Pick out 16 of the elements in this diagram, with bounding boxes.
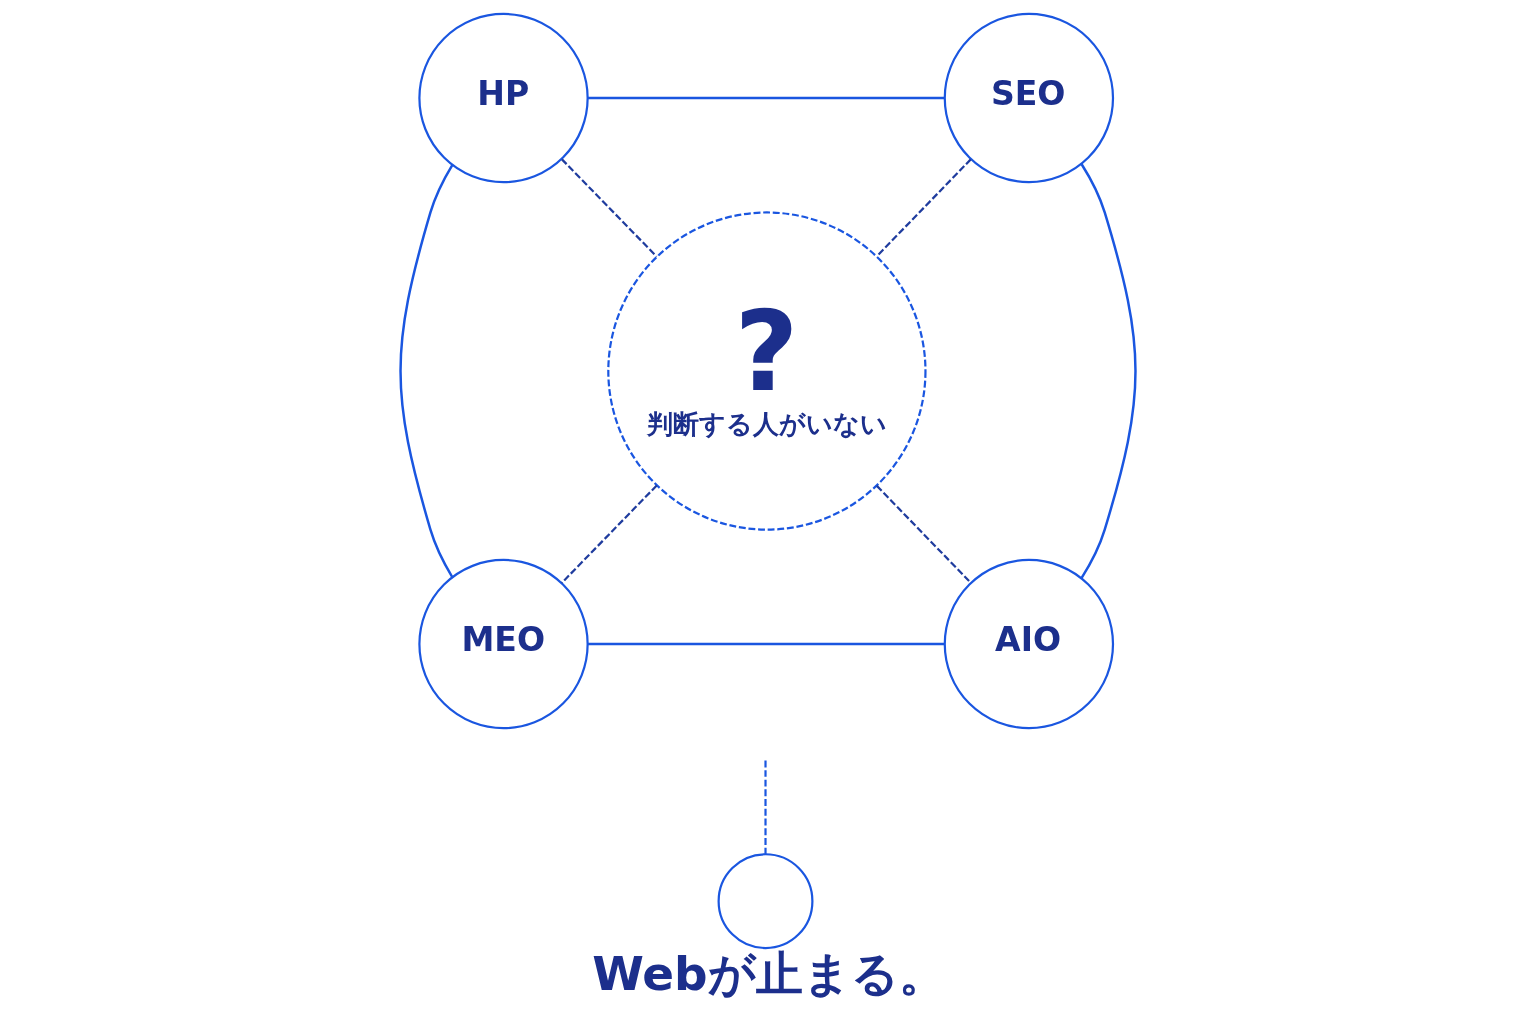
caption: Webが止まる。	[592, 945, 946, 1001]
node-circle: MEO	[418, 558, 589, 730]
connector	[587, 96, 945, 100]
connector	[876, 158, 972, 257]
node-circle: SEO	[943, 12, 1115, 184]
node-circle: ? 判断する人がいない	[607, 211, 927, 531]
node-circle	[717, 853, 814, 950]
node-circle: HP	[418, 12, 589, 184]
node-circle: AIO	[943, 558, 1115, 730]
connector	[876, 485, 972, 584]
connector	[399, 164, 454, 578]
connector	[561, 158, 658, 258]
connector	[561, 484, 658, 584]
connector	[764, 760, 767, 855]
connector	[1080, 163, 1137, 579]
connector	[587, 642, 945, 646]
